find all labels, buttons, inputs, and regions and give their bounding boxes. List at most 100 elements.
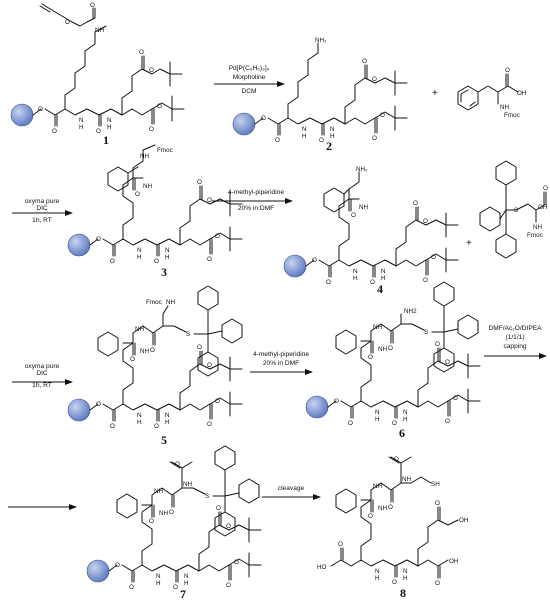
compound-number-1: 1: [103, 133, 109, 147]
compound-2-atom-labels: NH₂ O O N H O N H O O O O: [261, 37, 385, 144]
nh-label: NH: [500, 104, 510, 111]
nh-label: NH: [533, 224, 543, 231]
oxygen-label: O: [234, 559, 239, 566]
oxygen-label: O: [368, 354, 373, 361]
oxygen-label: O: [388, 345, 393, 352]
resin-bead: [232, 112, 256, 136]
amide-n-label: N: [137, 412, 142, 419]
oxygen-label: O: [129, 584, 134, 591]
oxygen-label: O: [110, 258, 115, 265]
amide-n-label: N: [403, 568, 408, 575]
oxygen-label: O: [90, 2, 95, 9]
oxygen-label: O: [149, 126, 154, 133]
amide-n-label: N: [381, 268, 386, 275]
nh-label: NH: [373, 324, 383, 331]
compound-number-7: 7: [180, 587, 186, 601]
amide-n-label: N: [79, 117, 84, 124]
nh-label: NH: [154, 488, 164, 495]
oxygen-label: O: [394, 456, 399, 463]
hydroxyl-label: OH: [459, 517, 469, 524]
amide-h-label: H: [375, 416, 380, 423]
hydroxyl-label: HO: [317, 564, 327, 571]
amide-n-label: N: [184, 573, 189, 580]
hydroxyl-label: OH: [517, 90, 527, 97]
nh-label: NH: [159, 510, 169, 517]
oxygen-label: O: [413, 200, 418, 207]
reaction-step-5: 4-methyl-piperidine 20% in DMF: [250, 351, 313, 375]
amide-n-label: N: [156, 573, 161, 580]
reaction-step-7: cleavage: [262, 485, 321, 500]
reaction-conditions: 1h, RT: [32, 217, 52, 224]
nh-label: NH: [140, 348, 150, 355]
reagent-catalyst: Pd[P(C₆H₅)₃]₄: [229, 65, 270, 72]
oxygen-label: O: [150, 347, 155, 354]
reagent-concentration: 20% in DMF: [263, 360, 299, 367]
compound-1-structure: O O N H O N H NH O O O O O O 1: [10, 2, 185, 147]
oxygen-label: O: [130, 356, 135, 363]
nh2-label: NH₂: [356, 166, 368, 173]
oxygen-label: O: [139, 49, 144, 56]
amide-n-label: N: [403, 409, 408, 416]
fmoc-phe-oh-structure: O OH NH Fmoc: [457, 67, 527, 119]
oxygen-label: O: [319, 137, 324, 144]
amide-n-label: N: [107, 117, 112, 124]
reaction-step-4: oxyma pure DIC 1h, RT: [12, 363, 73, 389]
reagent-morpholine: Morpholine: [233, 74, 266, 81]
fmoc-label: Fmoc: [146, 299, 162, 306]
compound-number-4: 4: [377, 282, 383, 296]
oxygen-label: O: [197, 179, 202, 186]
compound-6-structure: NH2 S O NH O NH O O N H O N H O O O O 6: [305, 281, 481, 440]
fmoc-label: Fmoc: [527, 232, 543, 239]
amide-n-label: N: [165, 412, 170, 419]
resin-bead: [305, 395, 329, 419]
nh-label: NH: [140, 153, 150, 160]
oxygen-label: O: [207, 197, 212, 204]
oxygen-label: O: [368, 513, 373, 520]
oxygen-label: O: [435, 500, 440, 507]
amide-n-label: N: [137, 247, 142, 254]
plus-sign: +: [432, 88, 438, 99]
oxygen-label: O: [38, 106, 43, 113]
nh2-label: NH2: [404, 308, 417, 315]
compound-2-structure: NH₂ O O N H O N H O O O O 2: [232, 37, 408, 153]
amide-h-label: H: [381, 275, 386, 282]
oxygen-label: O: [154, 423, 159, 430]
oxygen-label: O: [380, 112, 385, 119]
thiol-label: SH: [431, 481, 440, 488]
reagent-dic: DIC: [36, 205, 48, 212]
oxygen-label: O: [154, 258, 159, 265]
plus-sign: +: [466, 238, 472, 249]
nh-label: NH: [166, 299, 176, 306]
oxygen-label: O: [52, 128, 57, 135]
oxygen-label: O: [543, 185, 548, 192]
nh-label: NH: [378, 505, 388, 512]
oxygen-label: O: [96, 128, 101, 135]
amide-n-label: N: [353, 268, 358, 275]
compound-number-5: 5: [161, 433, 167, 447]
reagent-solvent: DCM: [241, 88, 256, 95]
oxygen-label: O: [348, 420, 353, 427]
oxygen-label: O: [207, 421, 212, 428]
amide-h-label: H: [137, 419, 142, 426]
resin-bead: [283, 254, 307, 278]
compound-7-atom-labels: O NH S O NH O NH O O N H O N H O O O O: [115, 461, 239, 591]
oxygen-label: O: [110, 423, 115, 430]
reaction-step-6: DMF/Ac₂O/DIPEA (1/1/1) capping: [484, 325, 547, 359]
oxygen-label: O: [275, 137, 280, 144]
oxygen-label: O: [372, 135, 377, 142]
oxygen-label: O: [96, 236, 101, 243]
oxygen-label: O: [435, 580, 440, 587]
amide-n-label: N: [165, 247, 170, 254]
resin-bead: [67, 233, 91, 257]
nh-label: NH: [135, 326, 145, 333]
reagent-oxyma: oxyma pure: [25, 363, 60, 370]
resin-bead: [86, 559, 110, 583]
fmoc-label: Fmoc: [157, 147, 173, 154]
amide-n-label: N: [302, 126, 307, 133]
oxygen-label: O: [445, 418, 450, 425]
oxygen-label: O: [207, 362, 212, 369]
oxygen-label: O: [115, 562, 120, 569]
oxygen-label: O: [388, 504, 393, 511]
oxygen-label: O: [431, 254, 436, 261]
